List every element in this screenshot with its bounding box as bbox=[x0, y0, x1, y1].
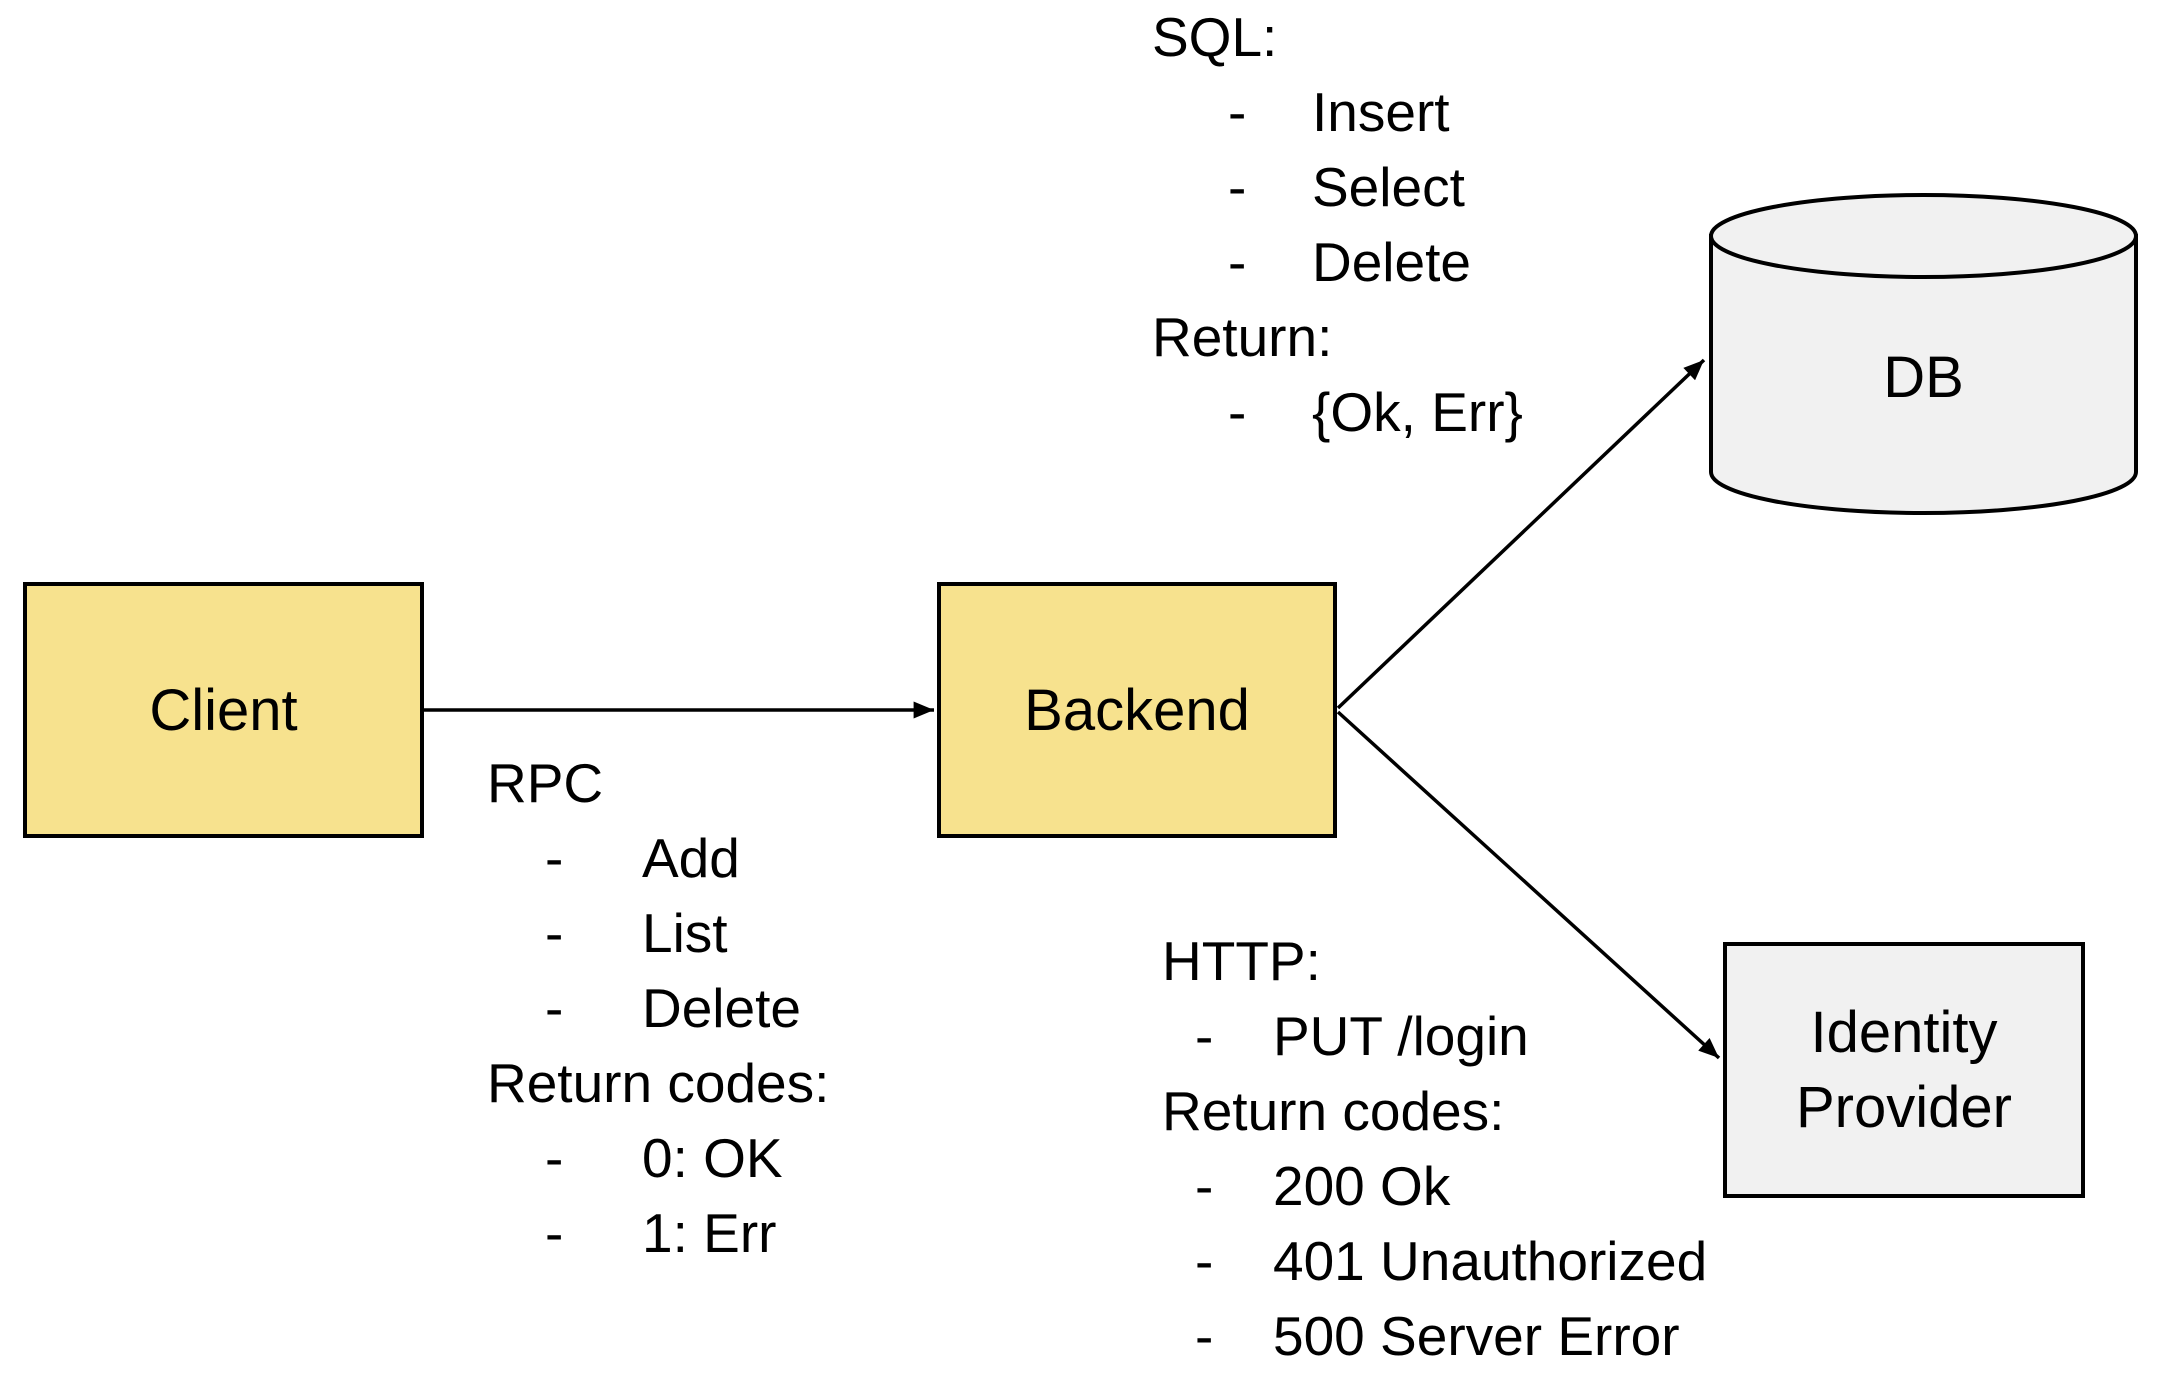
bullet-dash: - bbox=[545, 827, 564, 889]
bullet-dash: - bbox=[1195, 1230, 1214, 1292]
db-cylinder-top bbox=[1709, 193, 2138, 279]
node-identity-provider-label-line2: Provider bbox=[1796, 1075, 2012, 1140]
rpc-return-item: -0: OK bbox=[487, 1121, 829, 1196]
bullet-dash: - bbox=[1195, 1005, 1214, 1067]
rpc-annotation: RPC -Add -List -Delete Return codes: -0:… bbox=[487, 746, 829, 1271]
bullet-dash: - bbox=[1195, 1155, 1214, 1217]
bullet-dash: - bbox=[545, 977, 564, 1039]
node-identity-provider: Identity Provider bbox=[1723, 942, 2085, 1198]
sql-return-title: Return: bbox=[1152, 306, 1333, 368]
sql-return-item: -{Ok, Err} bbox=[1152, 375, 1523, 450]
node-backend: Backend bbox=[937, 582, 1337, 838]
bullet-dash: - bbox=[1228, 156, 1247, 218]
http-annotation: HTTP: -PUT /login Return codes: -200 Ok … bbox=[1162, 924, 1707, 1374]
rpc-return-item: -1: Err bbox=[487, 1196, 829, 1271]
node-db-label: DB bbox=[1883, 345, 1964, 410]
rpc-return-title: Return codes: bbox=[487, 1052, 830, 1114]
sql-item: -Insert bbox=[1152, 75, 1523, 150]
rpc-item: -Add bbox=[487, 821, 829, 896]
rpc-title: RPC bbox=[487, 752, 604, 814]
sql-item: -Select bbox=[1152, 150, 1523, 225]
bullet-dash: - bbox=[545, 1127, 564, 1189]
node-db-cylinder bbox=[1709, 193, 2138, 515]
bullet-dash: - bbox=[545, 902, 564, 964]
sql-annotation: SQL: -Insert -Select -Delete Return: -{O… bbox=[1152, 0, 1523, 450]
node-identity-provider-label-line1: Identity bbox=[1810, 1000, 1998, 1065]
node-client: Client bbox=[23, 582, 424, 838]
rpc-item: -List bbox=[487, 896, 829, 971]
bullet-dash: - bbox=[1195, 1305, 1214, 1367]
http-title: HTTP: bbox=[1162, 930, 1321, 992]
http-return-title: Return codes: bbox=[1162, 1080, 1505, 1142]
arrow-backend-to-identity-provider bbox=[1336, 710, 1721, 1060]
sql-item: -Delete bbox=[1152, 225, 1523, 300]
http-return-item: -401 Unauthorized bbox=[1162, 1224, 1707, 1299]
sql-title: SQL: bbox=[1152, 6, 1278, 68]
rpc-item: -Delete bbox=[487, 971, 829, 1046]
bullet-dash: - bbox=[1228, 231, 1247, 293]
bullet-dash: - bbox=[1228, 81, 1247, 143]
node-client-label: Client bbox=[149, 677, 298, 743]
http-item: -PUT /login bbox=[1162, 999, 1707, 1074]
http-return-item: -200 Ok bbox=[1162, 1149, 1707, 1224]
bullet-dash: - bbox=[1228, 381, 1247, 443]
db-cylinder-body bbox=[1709, 234, 2138, 515]
node-backend-label: Backend bbox=[1024, 677, 1250, 743]
bullet-dash: - bbox=[545, 1202, 564, 1264]
arrow-backend-to-db bbox=[1336, 358, 1706, 710]
http-return-item: -500 Server Error bbox=[1162, 1299, 1707, 1374]
